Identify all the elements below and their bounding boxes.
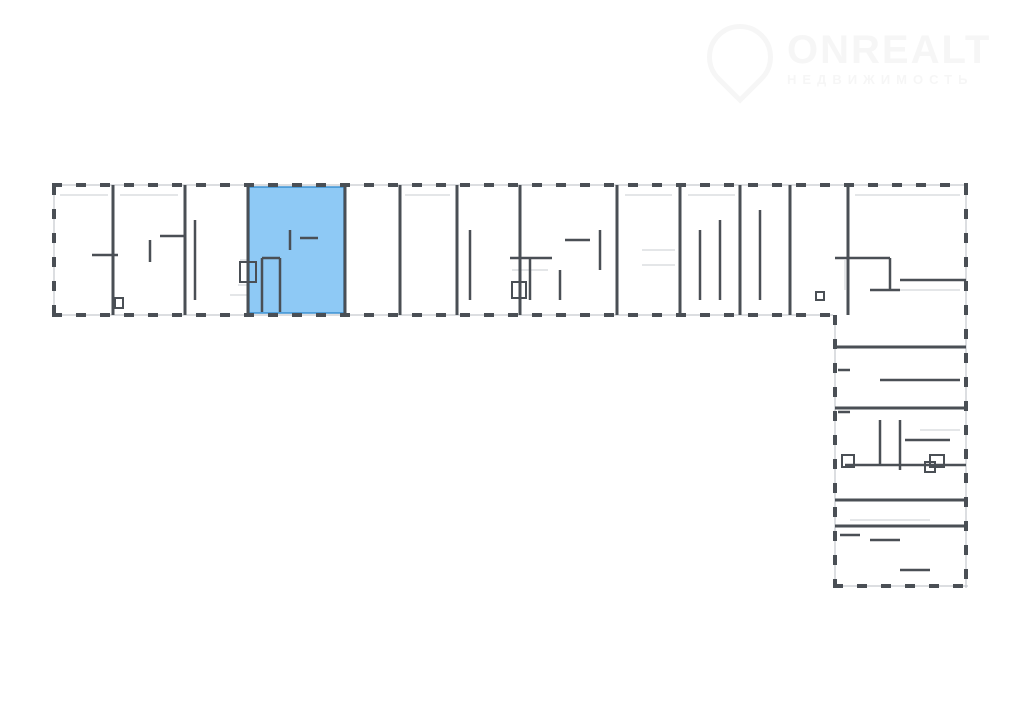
onrealt-watermark: ONREALT НЕДВИЖИМОСТЬ [693,10,1000,104]
shaft [924,461,936,473]
watermark-subtitle: НЕДВИЖИМОСТЬ [787,72,974,87]
shaft [114,297,124,309]
thin-lines [53,184,968,588]
shaft [815,291,825,301]
shaft [239,261,257,283]
shaft [841,454,855,468]
watermark-title: ONREALT [787,28,992,72]
shaft [511,281,527,299]
walls [52,183,968,588]
